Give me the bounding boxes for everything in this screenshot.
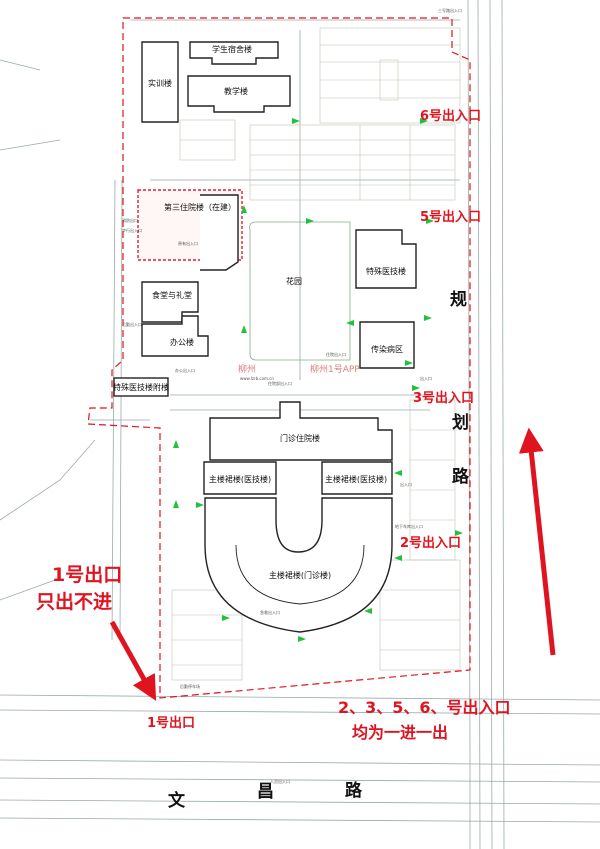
north-direction-arrow bbox=[518, 427, 556, 656]
exit-1-note-line1: 1号出口 bbox=[52, 563, 122, 586]
building-label: 办公楼 bbox=[170, 337, 194, 347]
building-label: 学生宿舍楼 bbox=[212, 44, 252, 54]
svg-text:后勤出入口: 后勤出入口 bbox=[122, 321, 142, 327]
building-label: 特殊医技楼附楼 bbox=[113, 382, 169, 392]
watermark-mid: 柳州1号APP bbox=[310, 363, 360, 375]
building-label: 第三住院楼（在建） bbox=[164, 202, 236, 212]
south-road-char: 昌 bbox=[257, 782, 274, 802]
entrance-5-label: 5号出入口 bbox=[420, 209, 481, 225]
east-road-char: 划 bbox=[452, 412, 469, 433]
rule-note-line2: 均为一进一出 bbox=[352, 723, 448, 742]
building-label: 食堂与礼堂 bbox=[152, 290, 192, 300]
watermark-left: 柳州 bbox=[238, 363, 256, 375]
building-canteen[interactable]: 食堂与礼堂 bbox=[141, 281, 199, 323]
garden-area: 花园 bbox=[249, 221, 351, 361]
building-label: 特殊医技楼 bbox=[366, 266, 406, 276]
parking-lots bbox=[171, 27, 461, 681]
exit-1-direction-arrow bbox=[109, 620, 157, 701]
south-road-char: 路 bbox=[345, 780, 363, 801]
svg-text:入员出入口: 入员出入口 bbox=[270, 778, 290, 784]
building-main-annex-right[interactable]: 主楼裙楼(医技楼) bbox=[321, 461, 393, 495]
building-label: 主楼裙楼(医技楼) bbox=[209, 474, 271, 484]
exit-1-note-line2: 只出不进 bbox=[36, 590, 112, 613]
building-outpatient-ward[interactable]: 门诊住院楼 bbox=[209, 401, 393, 461]
entrance-6-label: 6号出入口 bbox=[420, 108, 481, 124]
garden-label: 花园 bbox=[286, 276, 302, 286]
building-third-ward[interactable]: 第三住院楼（在建） bbox=[137, 189, 243, 271]
entrance-2-label: 2号出入口 bbox=[400, 535, 461, 551]
svg-text:原有出入口: 原有出入口 bbox=[178, 240, 198, 246]
svg-text:住院出入口: 住院出入口 bbox=[326, 351, 346, 357]
east-road-char: 路 bbox=[452, 466, 470, 487]
south-road-name: 文 昌 路 bbox=[168, 780, 363, 811]
watermark: 柳州 柳州1号APP www.lzrb.com.cn bbox=[238, 363, 360, 381]
building-label: 实训楼 bbox=[148, 78, 172, 88]
building-dorm[interactable]: 学生宿舍楼 bbox=[189, 41, 279, 65]
svg-text:消防出口: 消防出口 bbox=[122, 217, 138, 223]
svg-text:地下车库出入口: 地下车库出入口 bbox=[395, 523, 423, 529]
building-office[interactable]: 办公楼 bbox=[141, 315, 209, 357]
svg-text:出入口: 出入口 bbox=[420, 375, 432, 381]
building-special-medical[interactable]: 特殊医技楼 bbox=[355, 229, 417, 289]
green-entrance-markers bbox=[173, 118, 463, 642]
building-infectious[interactable]: 传染病区 bbox=[359, 321, 415, 369]
south-road-char: 文 bbox=[168, 790, 186, 811]
svg-text:步行出入口: 步行出入口 bbox=[122, 227, 142, 233]
watermark-url: www.lzrb.com.cn bbox=[240, 376, 274, 381]
rule-note-line1: 2、3、5、6、号出入口 bbox=[338, 698, 511, 717]
east-road-name: 规 划 路 bbox=[450, 290, 470, 487]
site-boundary bbox=[87, 17, 471, 699]
east-road-char: 规 bbox=[450, 290, 467, 310]
exit-1-label: 1号出口 bbox=[147, 715, 195, 731]
building-main-outpatient[interactable]: 主楼裙楼(门诊楼) bbox=[204, 497, 393, 633]
buildings: 学生宿舍楼 实训楼 教学楼 第三住院楼（在建） 食堂与礼堂 办公楼 bbox=[113, 41, 417, 633]
building-main-annex-left[interactable]: 主楼裙楼(医技楼) bbox=[203, 461, 277, 495]
entrance-3-label: 3号出入口 bbox=[413, 390, 474, 406]
svg-text:住院部出入口: 住院部出入口 bbox=[268, 380, 292, 386]
building-label: 传染病区 bbox=[371, 344, 403, 354]
svg-text:办公出入口: 办公出入口 bbox=[175, 367, 195, 373]
building-label: 门诊住院楼 bbox=[280, 433, 320, 443]
building-teaching[interactable]: 教学楼 bbox=[187, 75, 291, 113]
building-training[interactable]: 实训楼 bbox=[141, 41, 179, 123]
building-label: 主楼裙楼(医技楼) bbox=[325, 474, 387, 484]
building-label: 教学楼 bbox=[224, 86, 248, 96]
svg-text:三号路出入口: 三号路出入口 bbox=[438, 7, 462, 13]
building-label: 主楼裙楼(门诊楼) bbox=[269, 570, 331, 580]
building-special-annex[interactable]: 特殊医技楼附楼 bbox=[113, 377, 169, 397]
svg-text:出入口: 出入口 bbox=[400, 481, 412, 487]
svg-text:后勤停车场: 后勤停车场 bbox=[180, 683, 200, 689]
svg-text:急救出入口: 急救出入口 bbox=[260, 609, 280, 615]
small-annotations: 消防出口 步行出入口 原有出入口 后勤出入口 办公出入口 住院部出入口 住院出入… bbox=[122, 7, 462, 784]
